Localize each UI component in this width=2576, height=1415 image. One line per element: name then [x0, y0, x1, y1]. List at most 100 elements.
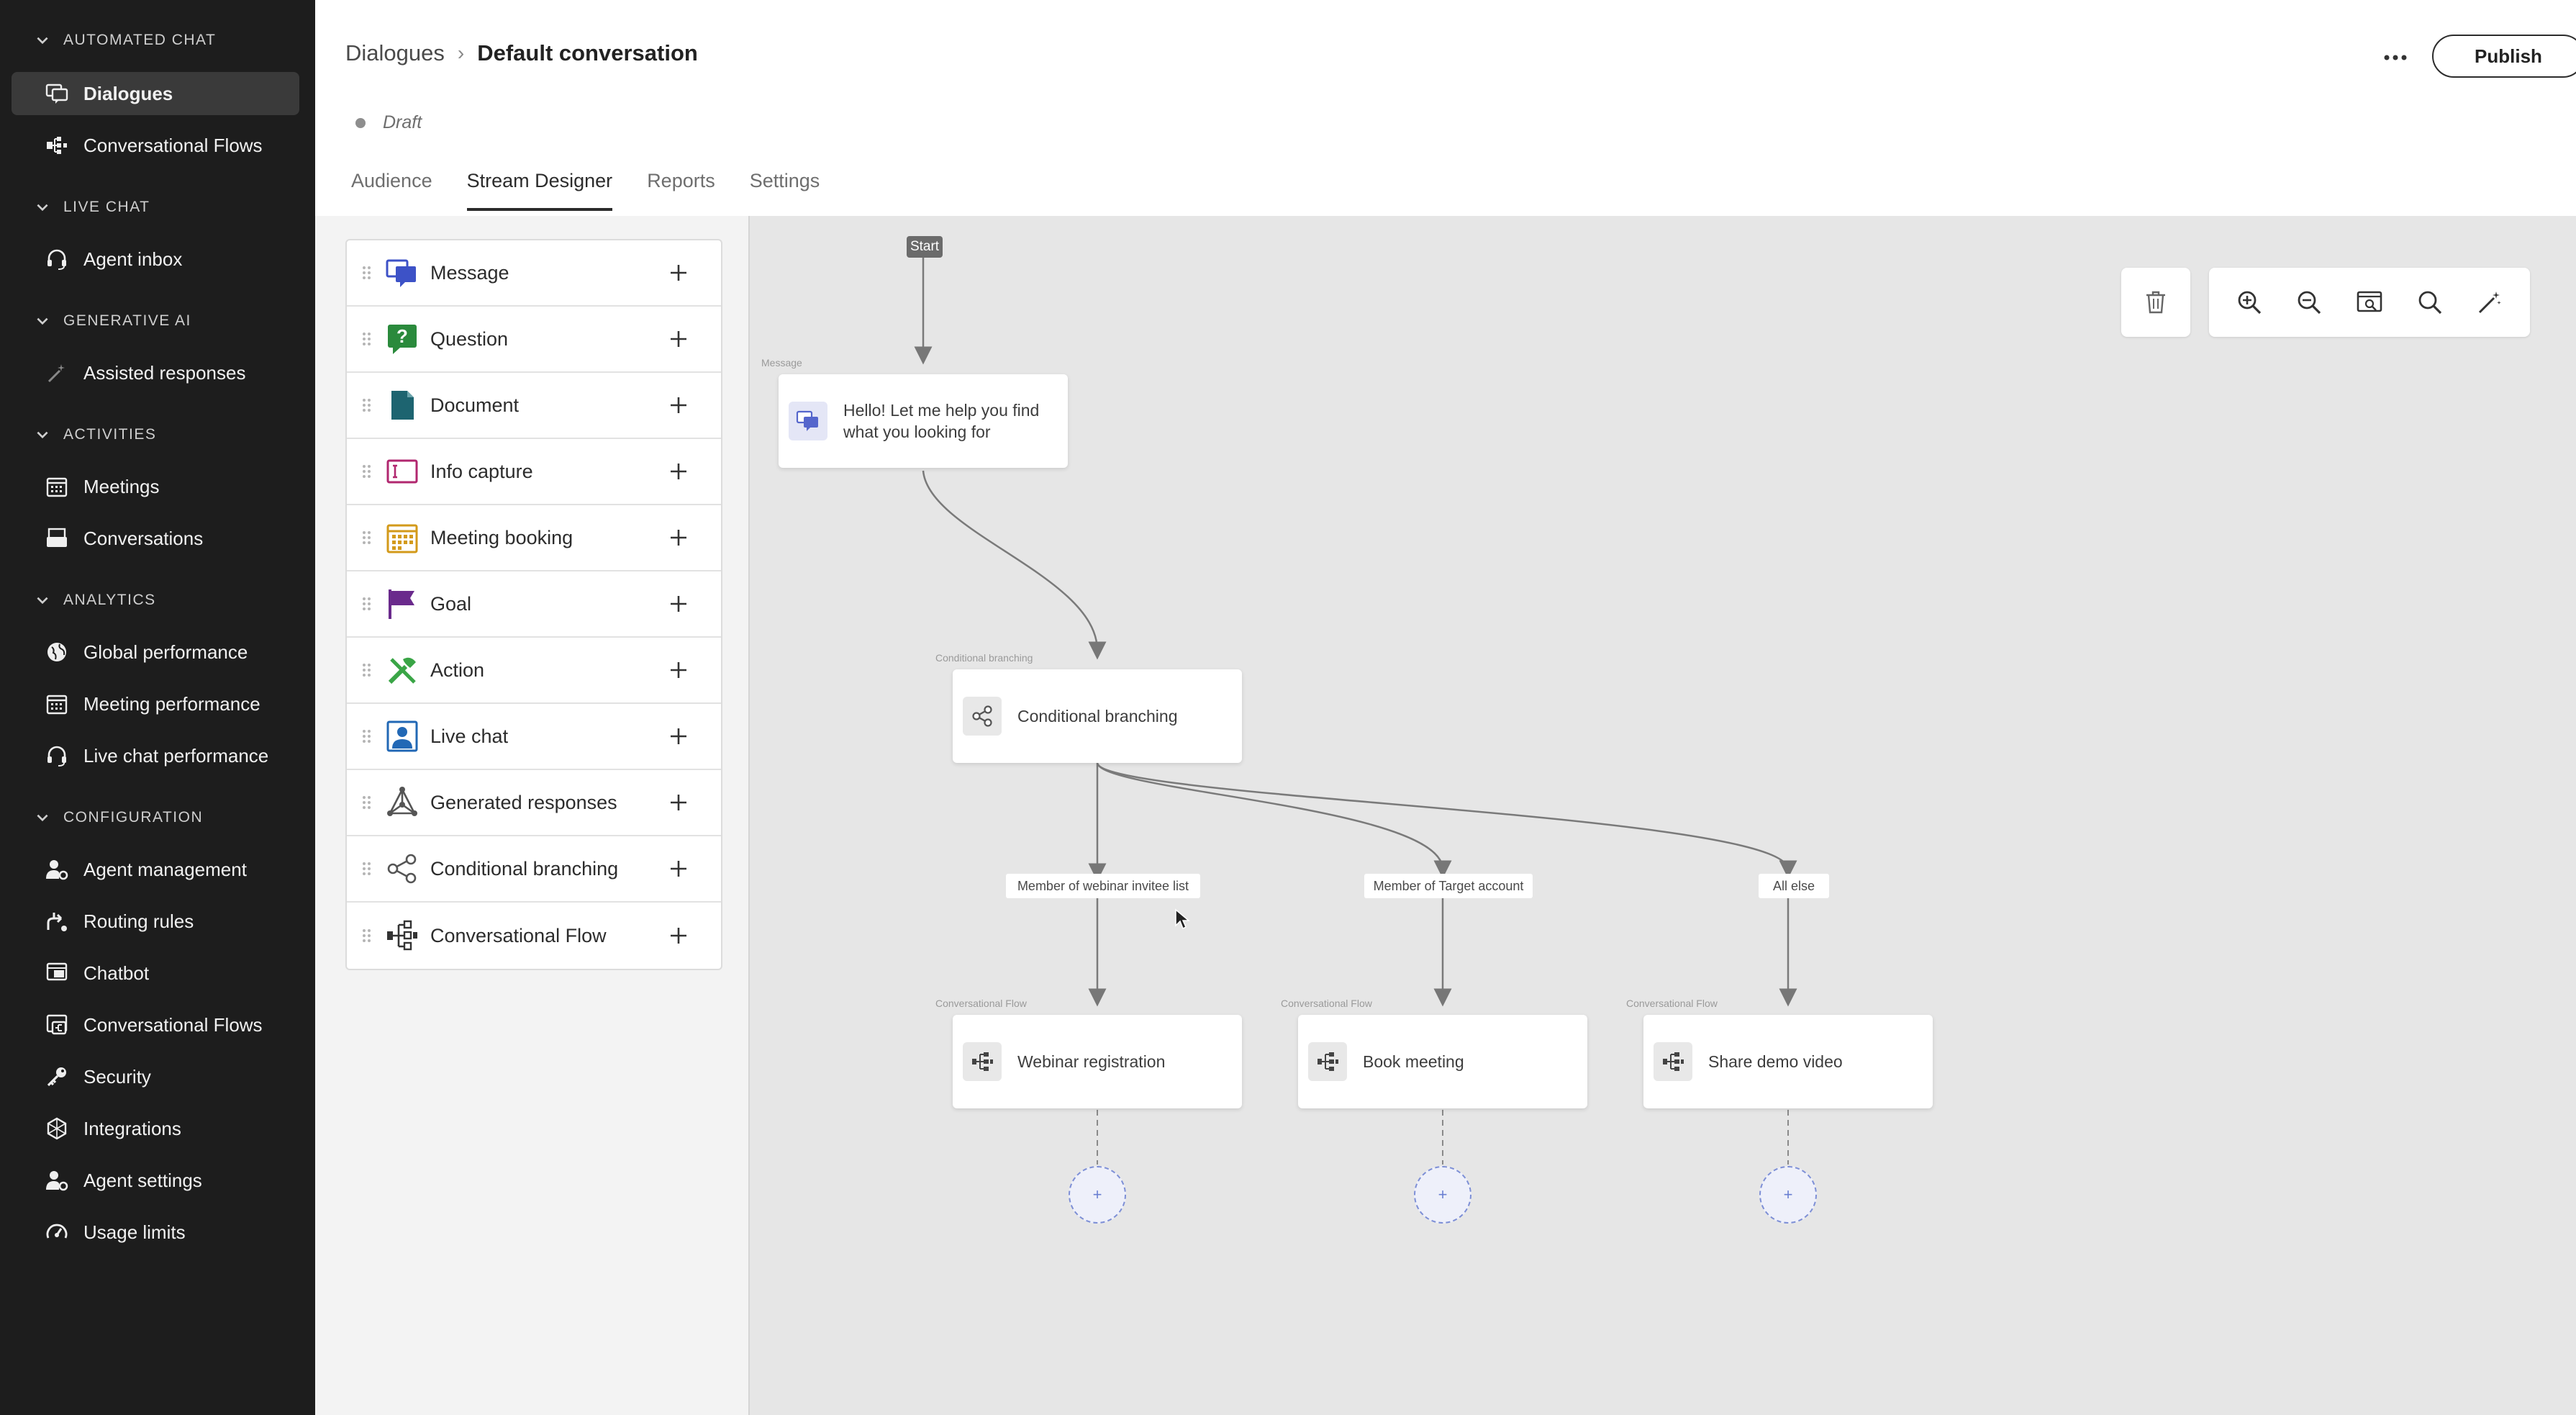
section-live-chat[interactable]: LIVE CHAT	[35, 199, 150, 216]
routing-icon	[45, 909, 69, 933]
start-node[interactable]: Start	[907, 236, 943, 258]
conditional-branching-node[interactable]: Conditional branching	[953, 669, 1242, 763]
canvas-toolbar	[2209, 268, 2530, 337]
sidebar-item-agent-settings[interactable]: Agent settings	[12, 1159, 299, 1202]
drag-handle-icon[interactable]	[363, 862, 371, 875]
add-icon[interactable]	[668, 792, 689, 813]
zoom-out-button[interactable]	[2293, 286, 2325, 318]
tab-settings[interactable]: Settings	[749, 170, 820, 191]
branch-label[interactable]: All else	[1759, 874, 1829, 898]
flow-node-book-meeting[interactable]: Book meeting	[1298, 1015, 1587, 1108]
palette-item-document[interactable]: Document	[347, 373, 721, 439]
flow-icon	[1654, 1042, 1692, 1081]
add-icon[interactable]	[668, 925, 689, 946]
add-icon[interactable]	[668, 527, 689, 548]
palette-item-info-capture[interactable]: Info capture	[347, 439, 721, 505]
message-icon	[789, 402, 827, 440]
add-icon[interactable]	[668, 659, 689, 681]
drag-handle-icon[interactable]	[363, 796, 371, 809]
palette-item-goal[interactable]: Goal	[347, 571, 721, 638]
sidebar-item-agent-inbox[interactable]: Agent inbox	[12, 238, 299, 281]
sidebar-item-routing-rules[interactable]: Routing rules	[12, 900, 299, 943]
palette-item-question[interactable]: ? Question	[347, 307, 721, 373]
palette-item-conditional-branching[interactable]: Conditional branching	[347, 836, 721, 903]
drag-handle-icon[interactable]	[363, 597, 371, 610]
globe-icon	[45, 640, 69, 664]
sidebar-item-conversational-flows[interactable]: Conversational Flows	[12, 124, 299, 167]
palette-item-conversational-flow[interactable]: Conversational Flow	[347, 903, 721, 969]
sidebar-item-global-performance[interactable]: Global performance	[12, 630, 299, 674]
calendar-icon	[45, 692, 69, 716]
add-icon[interactable]	[668, 461, 689, 482]
branch-label[interactable]: Member of webinar invitee list	[1006, 874, 1200, 898]
add-icon[interactable]	[668, 725, 689, 747]
component-palette: Message ? Question Document Info capture…	[345, 239, 722, 970]
node-caption: Conversational Flow	[1626, 998, 1718, 1009]
sidebar-item-live-chat-performance[interactable]: Live chat performance	[12, 734, 299, 777]
chatbot-icon	[45, 961, 69, 985]
palette-item-meeting-booking[interactable]: Meeting booking	[347, 505, 721, 571]
more-options-button[interactable]	[2379, 45, 2412, 71]
sidebar-item-chatbot[interactable]: Chatbot	[12, 951, 299, 995]
drag-handle-icon[interactable]	[363, 465, 371, 478]
add-icon[interactable]	[668, 394, 689, 416]
node-caption: Conversational Flow	[935, 998, 1027, 1009]
section-analytics[interactable]: ANALYTICS	[35, 592, 156, 609]
palette-item-live-chat[interactable]: Live chat	[347, 704, 721, 770]
calendar-icon	[45, 474, 69, 499]
sidebar-item-integrations[interactable]: Integrations	[12, 1107, 299, 1150]
section-automated-chat[interactable]: AUTOMATED CHAT	[35, 32, 216, 49]
sidebar-item-agent-management[interactable]: Agent management	[12, 848, 299, 891]
flows-icon	[45, 1013, 69, 1037]
tab-stream-designer[interactable]: Stream Designer	[466, 170, 613, 211]
flows-icon	[45, 133, 69, 158]
sidebar-item-security[interactable]: Security	[12, 1055, 299, 1098]
sidebar-item-conversations[interactable]: Conversations	[12, 517, 299, 560]
sidebar-item-usage-limits[interactable]: Usage limits	[12, 1211, 299, 1254]
user-gear-icon	[45, 1168, 69, 1193]
auto-layout-button[interactable]	[2474, 286, 2505, 318]
palette-item-message[interactable]: Message	[347, 240, 721, 307]
status-dot-icon	[355, 117, 366, 128]
sidebar-item-dialogues[interactable]: Dialogues	[12, 72, 299, 115]
add-step-button[interactable]: +	[1414, 1166, 1471, 1224]
search-button[interactable]	[2414, 286, 2446, 318]
drag-handle-icon[interactable]	[363, 266, 371, 279]
section-generative-ai[interactable]: GENERATIVE AI	[35, 312, 191, 330]
flow-node-share-demo-video[interactable]: Share demo video	[1643, 1015, 1933, 1108]
tab-reports[interactable]: Reports	[647, 170, 715, 191]
drag-handle-icon[interactable]	[363, 929, 371, 942]
add-icon[interactable]	[668, 593, 689, 615]
add-step-button[interactable]: +	[1759, 1166, 1817, 1224]
sidebar-item-meeting-performance[interactable]: Meeting performance	[12, 682, 299, 725]
network-icon	[386, 786, 419, 819]
add-icon[interactable]	[668, 328, 689, 350]
add-icon[interactable]	[668, 262, 689, 284]
breadcrumb-link-dialogues[interactable]: Dialogues	[345, 40, 445, 65]
sidebar-item-assisted-responses[interactable]: Assisted responses	[12, 351, 299, 394]
drag-handle-icon[interactable]	[363, 664, 371, 677]
drag-handle-icon[interactable]	[363, 399, 371, 412]
tab-audience[interactable]: Audience	[351, 170, 432, 191]
sidebar-item-conversational-flows-config[interactable]: Conversational Flows	[12, 1003, 299, 1046]
drag-handle-icon[interactable]	[363, 333, 371, 345]
search-icon	[2418, 291, 2441, 315]
flow-node-webinar-registration[interactable]: Webinar registration	[953, 1015, 1242, 1108]
zoom-in-button[interactable]	[2233, 286, 2265, 318]
add-icon[interactable]	[668, 858, 689, 880]
page-title: Default conversation	[477, 40, 698, 65]
drag-handle-icon[interactable]	[363, 730, 371, 743]
branch-label[interactable]: Member of Target account	[1364, 874, 1533, 898]
delete-button[interactable]	[2121, 268, 2190, 337]
section-configuration[interactable]: CONFIGURATION	[35, 809, 203, 826]
add-step-button[interactable]: +	[1069, 1166, 1126, 1224]
palette-item-generated-responses[interactable]: Generated responses	[347, 770, 721, 836]
sidebar-item-meetings[interactable]: Meetings	[12, 465, 299, 508]
drag-handle-icon[interactable]	[363, 531, 371, 544]
fit-to-screen-button[interactable]	[2354, 286, 2385, 318]
chevron-down-icon	[37, 37, 48, 45]
section-activities[interactable]: ACTIVITIES	[35, 426, 156, 443]
palette-item-action[interactable]: Action	[347, 638, 721, 704]
publish-button[interactable]: Publish	[2432, 35, 2576, 78]
